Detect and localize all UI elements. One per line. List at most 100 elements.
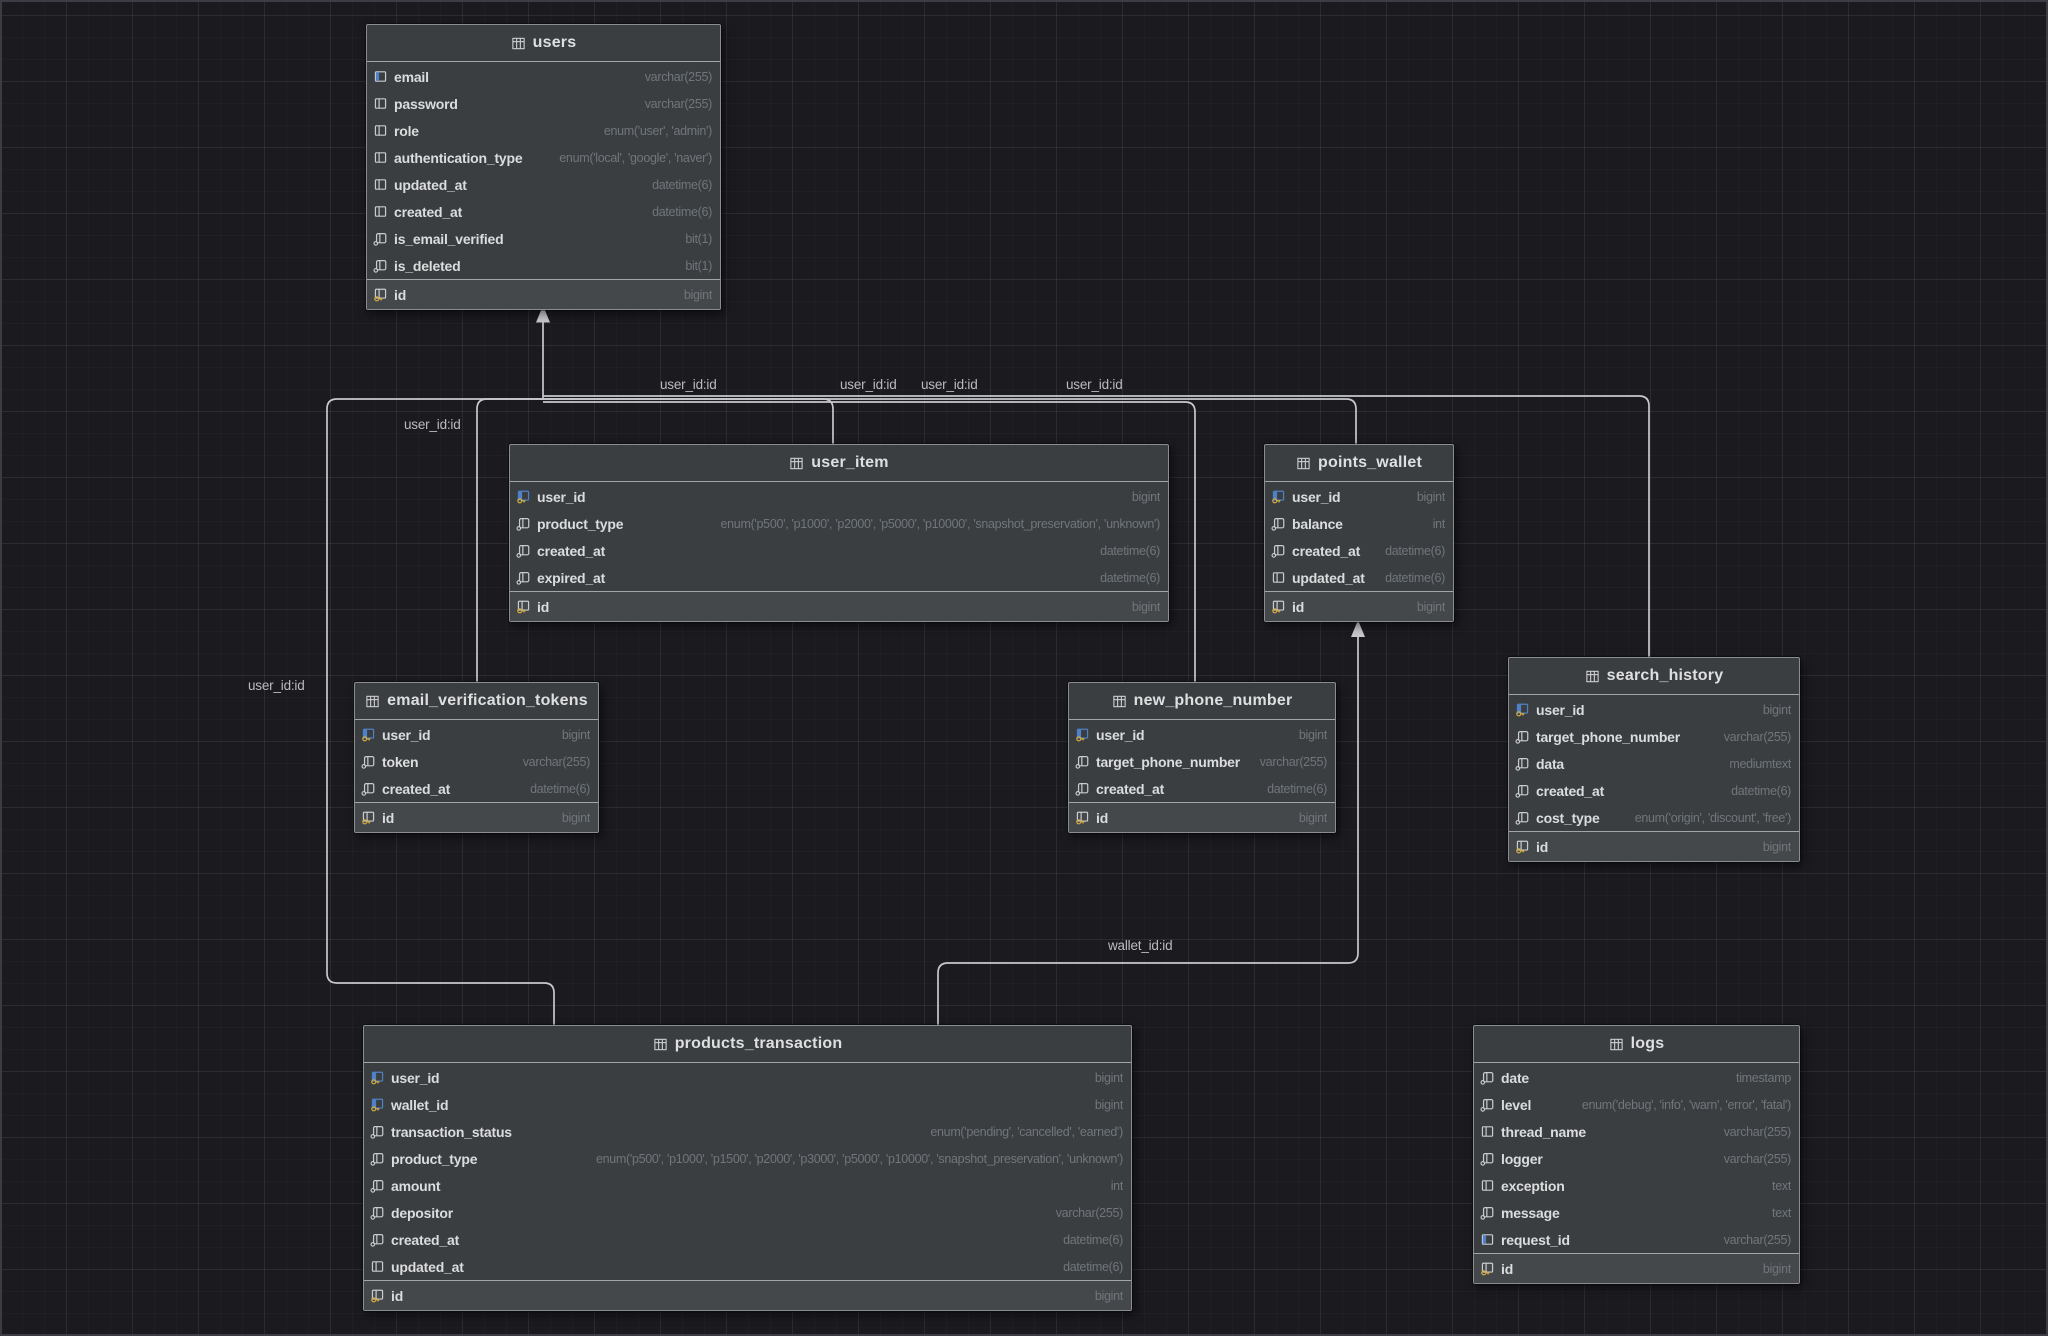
column-type: bigint [1298, 727, 1327, 742]
column-name: id [382, 809, 395, 826]
indexed-column-icon [373, 69, 388, 84]
column-type: enum('pending', 'cancelled', 'earned') [930, 1124, 1123, 1139]
column-type: enum('user', 'admin') [603, 123, 712, 138]
column-type: datetime(6) [652, 177, 712, 192]
column-type: bigint [1416, 599, 1445, 614]
column-name: role [394, 122, 419, 139]
table-header[interactable]: products_transaction [364, 1026, 1131, 1063]
column-type: enum('local', 'google', 'naver') [559, 150, 712, 165]
primary-key-icon [1515, 839, 1530, 854]
column-type: varchar(255) [1723, 1124, 1791, 1139]
table-header[interactable]: new_phone_number [1069, 683, 1335, 720]
table-icon [653, 1037, 668, 1052]
column-type: varchar(255) [644, 96, 712, 111]
column-row-role[interactable]: role enum('user', 'admin') [367, 117, 720, 144]
primary-key-icon [373, 287, 388, 302]
table-header[interactable]: email_verification_tokens [355, 683, 598, 720]
column-type: enum('origin', 'discount', 'free') [1634, 810, 1791, 825]
column-type: datetime(6) [1385, 543, 1445, 558]
table-title: users [532, 34, 577, 51]
column-type: varchar(255) [1259, 754, 1327, 769]
column-name: amount [391, 1177, 441, 1194]
table-title: points_wallet [1318, 454, 1422, 471]
fk-column-icon [1075, 727, 1090, 742]
relationship-label: user_id:id [660, 377, 717, 392]
table-header[interactable]: search_history [1509, 658, 1799, 695]
column-name: target_phone_number [1536, 728, 1680, 745]
table-header[interactable]: user_item [510, 445, 1168, 482]
table-header[interactable]: points_wallet [1265, 445, 1453, 482]
table-header[interactable]: logs [1474, 1026, 1799, 1063]
column-name: balance [1292, 515, 1343, 532]
column-type: varchar(255) [1723, 1232, 1791, 1247]
nullable-column-icon [1075, 781, 1090, 796]
column-type: bigint [1298, 810, 1327, 825]
table-header[interactable]: users [367, 25, 720, 62]
column-name: is_email_verified [394, 230, 504, 247]
column-type: bigint [1131, 599, 1160, 614]
fk-column-icon [1271, 489, 1286, 504]
table-title: logs [1630, 1035, 1665, 1052]
column-name: created_at [394, 203, 463, 220]
nullable-column-icon [361, 754, 376, 769]
